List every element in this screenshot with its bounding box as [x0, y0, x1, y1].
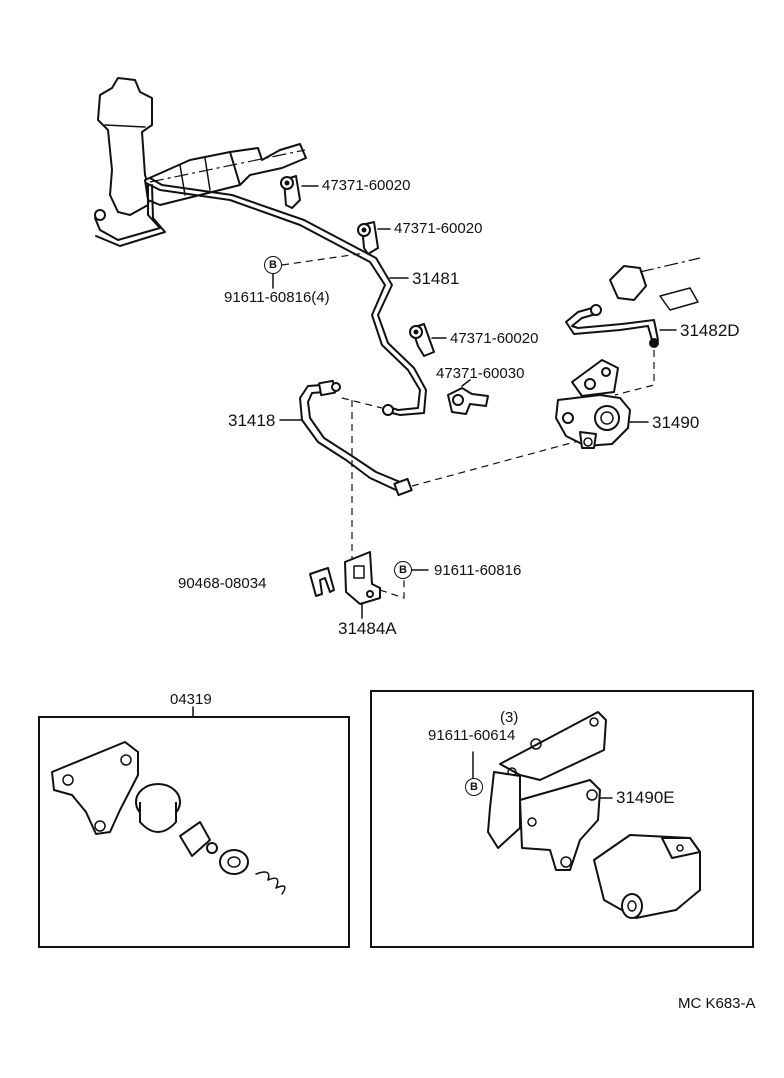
bolt-multi-leader — [281, 252, 366, 266]
kit-04319-frame — [38, 716, 350, 948]
label-clip-b: 47371-60020 — [394, 220, 483, 237]
label-bracket: 31484A — [338, 619, 397, 638]
kit-04319-parts — [51, 741, 286, 895]
master-cylinder-centerline — [149, 149, 306, 183]
clip-47371-60020-b — [357, 221, 379, 255]
label-clip-a: 47371-60020 — [322, 177, 411, 194]
label-kit: 04319 — [170, 691, 212, 708]
clip-47371-60020-a — [280, 175, 301, 209]
reservoir-feed-line — [94, 184, 161, 241]
inset-release-cylinder-31490E — [487, 711, 701, 919]
bolt-single-leader — [379, 580, 405, 599]
hose-to-tube-leader — [341, 397, 383, 409]
inset-31490E-frame — [370, 690, 754, 948]
tube-31482D — [565, 257, 701, 348]
diagram-code: MC K683-A — [678, 995, 756, 1012]
tube-31481 — [145, 177, 427, 416]
label-clip-d: 47371-60030 — [436, 365, 525, 382]
tube-31482D-leader — [614, 350, 655, 396]
master-cylinder-body — [144, 143, 307, 206]
label-inset-bolt: 91611-60614 — [428, 727, 516, 744]
clip-90468-08034 — [309, 567, 335, 597]
master-cylinder-reservoir — [97, 77, 153, 216]
release-cylinder-31490 — [555, 359, 631, 449]
label-clip-e: 90468-08034 — [178, 575, 267, 592]
tube-31481-end-nut — [382, 404, 394, 416]
label-tube-main: 31481 — [412, 269, 460, 288]
label-bolt-multi: 91611-60816(4) — [224, 289, 330, 306]
label-inset-qty: (3) — [500, 709, 519, 726]
hose-to-cylinder-leader — [411, 439, 583, 487]
hose-31418 — [299, 379, 413, 497]
reservoir-line-nut — [94, 209, 106, 221]
label-tube-right: 31482D — [680, 321, 740, 340]
label-clip-c: 47371-60020 — [450, 330, 539, 347]
label-inset-cylinder: 31490E — [616, 788, 675, 807]
clip-47371-60030 — [447, 387, 489, 415]
label-bolt-single: 91611-60816 — [434, 562, 522, 579]
bolt-symbol-single: B — [394, 561, 412, 579]
label-release-cylinder: 31490 — [652, 413, 700, 432]
bolt-symbol-inset: B — [465, 778, 483, 796]
label-hose: 31418 — [228, 411, 276, 430]
bolt-symbol-multi: B — [264, 256, 282, 274]
clip-47371-60020-c — [409, 323, 435, 357]
bracket-31484A — [344, 551, 381, 605]
